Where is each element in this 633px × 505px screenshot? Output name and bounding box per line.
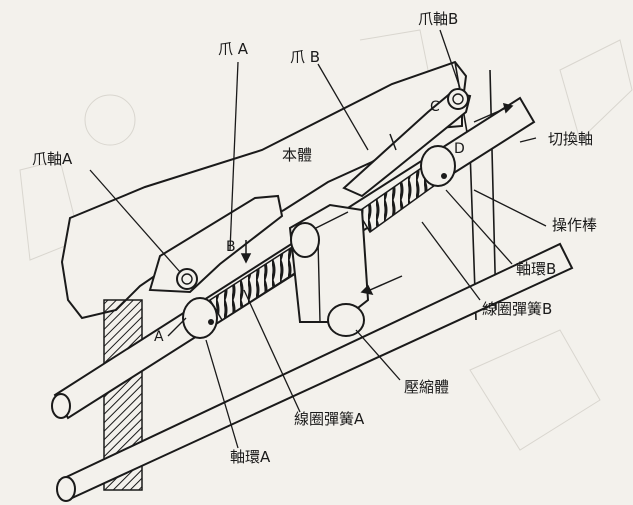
lower-rod [56,242,574,502]
label-pawl-shaft-b: 爪軸B [418,10,459,28]
label-coil-spring-a: 線圈彈簧A [294,410,365,428]
label-switch-shaft: 切換軸 [548,130,594,148]
pawl-shaft-b-pin [447,88,469,110]
background-texture [19,29,633,451]
label-body: 本體 [282,146,313,164]
label-operating-rod: 操作棒 [552,216,598,234]
label-compression-body: 壓縮體 [404,378,450,396]
label-pawl-a: 爪 A [218,40,249,58]
pawl-shaft-a-pin [176,268,198,290]
point-label-c: C [430,99,440,115]
label-coil-spring-b: 線圈彈簧B [482,300,553,318]
leader-lines [89,29,547,449]
label-pawl-shaft-a: 爪軸A [32,150,73,168]
shaft-ring-b [420,145,456,187]
pawl-b-arm [342,90,472,198]
shaft-ring-a [182,297,218,339]
motion-arrows [240,102,514,296]
point-label-d: D [454,141,465,157]
point-label-a: A [154,329,164,345]
label-shaft-ring-a: 軸環A [230,448,271,466]
compression-body [288,203,370,337]
label-shaft-ring-b: 軸環B [516,260,557,278]
pawl-a-plate [148,194,284,294]
label-pawl-b: 爪 B [290,48,321,66]
point-label-b: B [226,239,236,255]
